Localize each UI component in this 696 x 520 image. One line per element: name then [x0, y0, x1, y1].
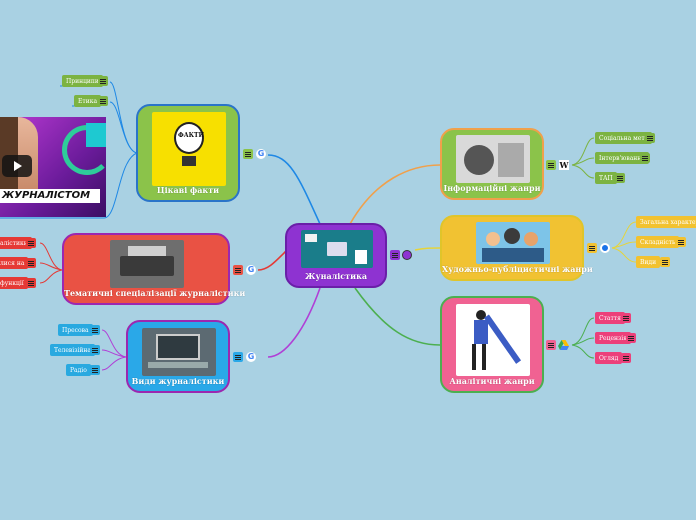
info-notes-icon[interactable] — [546, 160, 556, 170]
leaf-spec-1[interactable]: алістики — [0, 237, 32, 249]
leaf-facts-2[interactable]: Етика — [74, 95, 102, 107]
leaf-analytic-2-notes-icon[interactable] — [626, 333, 636, 343]
link-analytic — [354, 287, 441, 346]
leaf-info-2-notes-icon[interactable] — [640, 153, 650, 163]
leaf-artistic-3[interactable]: Види — [636, 256, 661, 268]
node-types[interactable]: Види журналістики — [126, 320, 230, 393]
analytic-notes-icon[interactable] — [546, 340, 556, 350]
leaf-spec-2-notes-icon[interactable] — [26, 258, 36, 268]
types-label: Види журналістики — [131, 376, 225, 386]
center-label: Жуналістика — [304, 271, 368, 281]
leaf-spec-3[interactable]: функції — [0, 277, 28, 289]
leaf-artistic-2[interactable]: Складність — [636, 236, 680, 248]
node-info[interactable]: Інформаційні жанри — [440, 128, 544, 200]
leaf-artistic-2-notes-icon[interactable] — [676, 237, 686, 247]
artistic-notes-icon[interactable] — [587, 243, 597, 253]
leaf-info-3-notes-icon[interactable] — [615, 173, 625, 183]
analytic-drive-icon[interactable] — [558, 340, 569, 350]
link-facts — [267, 154, 321, 225]
leaf-info-1[interactable]: Соціальна мета — [595, 132, 653, 144]
link-specializations — [257, 249, 288, 271]
link-types — [267, 287, 321, 358]
facts-image-text: ФАКТИ — [178, 132, 205, 139]
types-image — [142, 328, 216, 376]
leaf-types-3-notes-icon[interactable] — [90, 365, 100, 375]
node-artistic[interactable]: Художньо-публіцистичні жанри — [440, 215, 593, 281]
leaf-info-1-notes-icon[interactable] — [645, 133, 655, 143]
leaf-facts-1[interactable]: Принципи — [62, 75, 103, 87]
node-analytic[interactable]: Аналітичні жанри — [440, 296, 544, 393]
leaf-facts-1-notes-icon[interactable] — [98, 76, 108, 86]
facts-label: Цікаві факти — [156, 185, 220, 195]
info-wikipedia-icon[interactable]: W — [559, 160, 569, 170]
leaf-info-2[interactable]: Інтерв'ювання — [595, 152, 650, 164]
artistic-link-icon[interactable] — [600, 243, 610, 253]
leaf-spec-3-notes-icon[interactable] — [26, 278, 36, 288]
analytic-image — [456, 304, 530, 376]
leaf-facts-2-notes-icon[interactable] — [98, 96, 108, 106]
info-label: Інформаційні жанри — [443, 183, 541, 193]
types-google-icon[interactable]: G — [246, 352, 256, 362]
leaf-artistic-3-notes-icon[interactable] — [660, 257, 670, 267]
link-artistic — [414, 247, 441, 251]
facts-notes-icon[interactable] — [243, 149, 253, 159]
node-facts[interactable]: ФАКТИ Цікаві факти — [136, 104, 240, 202]
center-node[interactable]: Жуналістика — [285, 223, 387, 288]
leaf-analytic-1[interactable]: Стаття — [595, 312, 625, 324]
video-thumbnail[interactable]: ЖУРНАЛІСТОМ — [0, 117, 106, 217]
leaf-types-1-notes-icon[interactable] — [90, 325, 100, 335]
leaf-analytic-3[interactable]: Огляд — [595, 352, 623, 364]
info-image — [456, 135, 530, 183]
decor-circle — [62, 125, 106, 175]
facts-google-icon[interactable]: G — [256, 149, 266, 159]
leaf-analytic-3-notes-icon[interactable] — [621, 353, 631, 363]
leaf-types-3[interactable]: Радіо — [66, 364, 91, 376]
node-specializations[interactable]: Тематичні спеціалізації журналістики — [62, 233, 246, 305]
leaf-spec-2[interactable]: лися на — [0, 257, 29, 269]
leaf-info-3[interactable]: ТАП — [595, 172, 617, 184]
specializations-notes-icon[interactable] — [233, 265, 243, 275]
artistic-label: Художньо-публіцистичні жанри — [442, 264, 593, 274]
leaf-types-2[interactable]: Телевізійна — [50, 344, 95, 356]
leaf-analytic-1-notes-icon[interactable] — [621, 313, 631, 323]
types-notes-icon[interactable] — [233, 352, 243, 362]
leaf-types-1[interactable]: Пресова — [58, 324, 93, 336]
leaf-artistic-1[interactable]: Загальна характеристи — [636, 216, 696, 228]
specializations-image — [110, 240, 184, 288]
decor-square — [86, 123, 106, 147]
artistic-image — [476, 222, 550, 264]
play-icon[interactable] — [2, 155, 32, 177]
leaf-spec-1-notes-icon[interactable] — [26, 238, 36, 248]
specializations-label: Тематичні спеціалізації журналістики — [64, 288, 246, 298]
center-notes-icon[interactable] — [390, 250, 400, 260]
video-banner: ЖУРНАЛІСТОМ — [0, 189, 100, 203]
facts-image: ФАКТИ — [152, 112, 226, 186]
leaf-analytic-2[interactable]: Рецензія — [595, 332, 631, 344]
center-image — [301, 230, 373, 268]
presenter-hair — [0, 117, 18, 189]
specializations-google-icon[interactable]: G — [246, 265, 256, 275]
link-info — [349, 164, 441, 225]
analytic-label: Аналітичні жанри — [449, 376, 535, 386]
leaf-types-2-notes-icon[interactable] — [90, 345, 100, 355]
center-attach-icon[interactable] — [402, 250, 412, 260]
